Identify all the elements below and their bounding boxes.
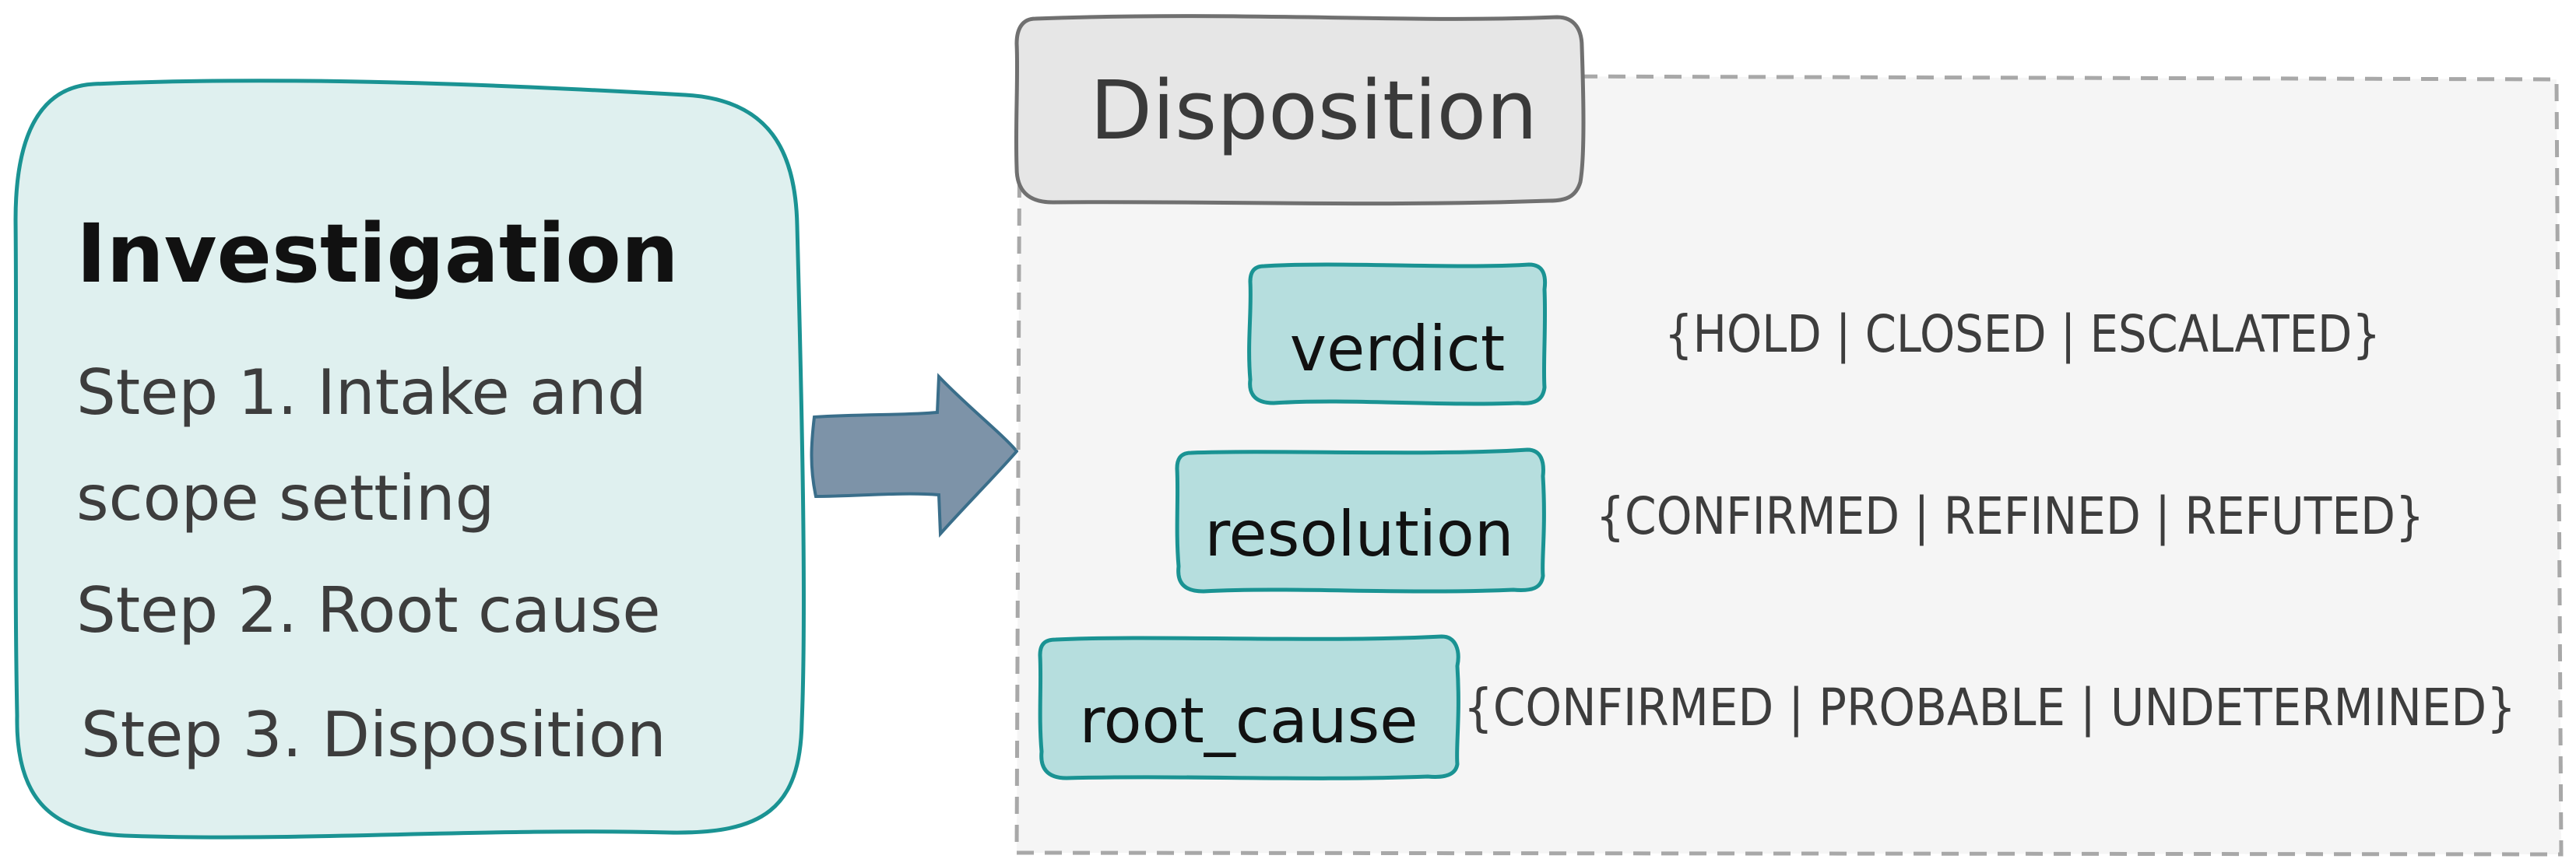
field-resolution-values: {CONFIRMED | REFINED | REFUTED} [1596, 486, 2424, 546]
field-verdict-box [1247, 262, 1548, 406]
disposition-title: Disposition [1090, 63, 1538, 158]
field-root-cause-values: {CONFIRMED | PROBABLE | UNDETERMINED} [1464, 678, 2516, 738]
step-2: Step 2. Root cause [76, 574, 661, 647]
field-resolution-box [1175, 447, 1546, 594]
investigation-title: Investigation [76, 206, 679, 301]
step-1-line-1: Step 1. Intake and [76, 356, 647, 429]
field-verdict-label: verdict [1290, 313, 1505, 385]
field-root-cause-label: root_cause [1080, 685, 1418, 757]
investigation-card: Investigation Step 1. Intake and scope s… [13, 79, 806, 840]
flow-arrow [810, 373, 1019, 538]
step-3: Step 3. Disposition [81, 699, 666, 771]
step-1-line-2: scope setting [76, 462, 494, 535]
field-resolution-label: resolution [1204, 498, 1513, 570]
disposition-panel: Disposition verdict {HOLD | CLOSED | ESC… [1014, 14, 2564, 857]
investigation-card-shape [13, 79, 806, 840]
field-verdict-values: {HOLD | CLOSED | ESCALATED} [1664, 304, 2381, 364]
disposition-header-shape [1014, 14, 1586, 206]
field-root-cause-box [1038, 634, 1460, 780]
